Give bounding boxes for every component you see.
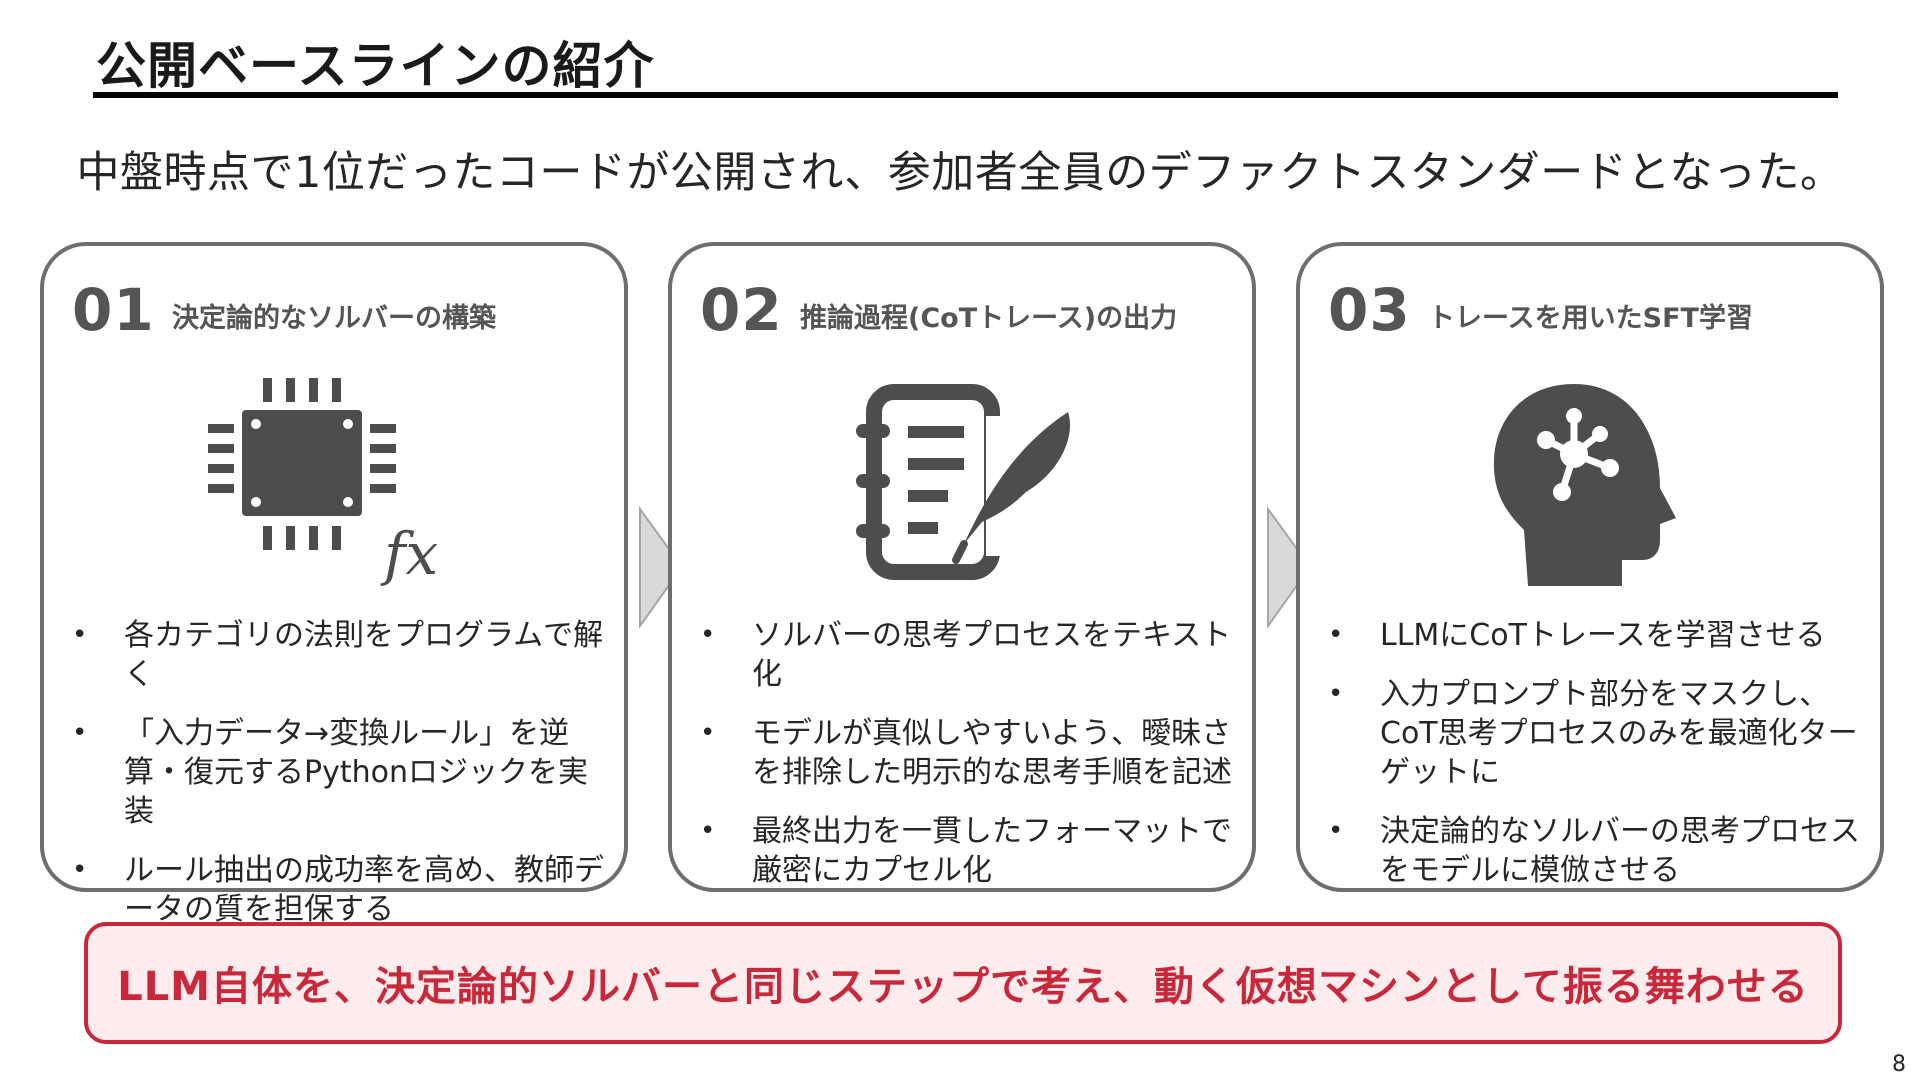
list-item: 最終出力を一貫したフォーマットで厳密にカプセル化 — [696, 812, 1232, 890]
conclusion-banner: LLM自体を、決定論的ソルバーと同じステップで考え、動く仮想マシンとして振る舞わ… — [84, 922, 1842, 1044]
list-item: 各カテゴリの法則をプログラムで解く — [68, 616, 604, 694]
card-heading: トレースを用いたSFT学習 — [1428, 303, 1753, 334]
chevron-right-icon — [639, 505, 684, 630]
list-item: 入力プロンプト部分をマスクし、CoT思考プロセスのみを最適化ターゲットに — [1324, 675, 1860, 792]
chip-function-icon: fx — [208, 376, 468, 596]
card-heading: 推論過程(CoTトレース)の出力 — [800, 303, 1178, 334]
banner-text: LLM自体を、決定論的ソルバーと同じステップで考え、動く仮想マシンとして振る舞わ… — [117, 964, 1809, 1010]
slide-subtitle: 中盤時点で1位だったコードが公開され、参加者全員のデファクトスタンダードとなった… — [76, 148, 1844, 198]
list-item: 決定論的なソルバーの思考プロセスをモデルに模倣させる — [1324, 812, 1860, 890]
bullet-list: 各カテゴリの法則をプログラムで解く 「入力データ→変換ルール」を逆算・復元するP… — [68, 616, 604, 949]
bullet-list: LLMにCoTトレースを学習させる 入力プロンプト部分をマスクし、CoT思考プロ… — [1324, 616, 1860, 910]
function-symbol: fx — [380, 520, 438, 588]
card-number: 03 — [1328, 276, 1411, 344]
card-number: 02 — [700, 276, 783, 344]
notebook-quill-icon — [836, 376, 1096, 596]
card-solver: 01 決定論的なソルバーの構築 — [40, 242, 628, 927]
card-cot-output: 02 推論過程(CoTトレース)の出力 ソルバーの思考プロセスをテキスト化 モデ… — [668, 242, 1256, 892]
card-heading: 決定論的なソルバーの構築 — [172, 303, 496, 334]
card-number: 01 — [72, 276, 155, 344]
list-item: 「入力データ→変換ルール」を逆算・復元するPythonロジックを実装 — [68, 714, 604, 831]
list-item: モデルが真似しやすいよう、曖昧さを排除した明示的な思考手順を記述 — [696, 714, 1232, 792]
title-underline — [93, 92, 1838, 98]
slide-title: 公開ベースラインの紹介 — [96, 37, 655, 95]
bullet-list: ソルバーの思考プロセスをテキスト化 モデルが真似しやすいよう、曖昧さを排除した明… — [696, 616, 1232, 910]
list-item: ルール抽出の成功率を高め、教師データの質を担保する — [68, 851, 604, 929]
brain-network-icon — [1464, 376, 1724, 596]
chevron-right-icon — [1267, 505, 1312, 630]
list-item: ソルバーの思考プロセスをテキスト化 — [696, 616, 1232, 694]
card-sft-training: 03 トレースを用いたSFT学習 LLMにCoTトレースを学習させる 入力 — [1296, 242, 1884, 892]
page-number: 8 — [1892, 1052, 1906, 1077]
list-item: LLMにCoTトレースを学習させる — [1324, 616, 1860, 655]
